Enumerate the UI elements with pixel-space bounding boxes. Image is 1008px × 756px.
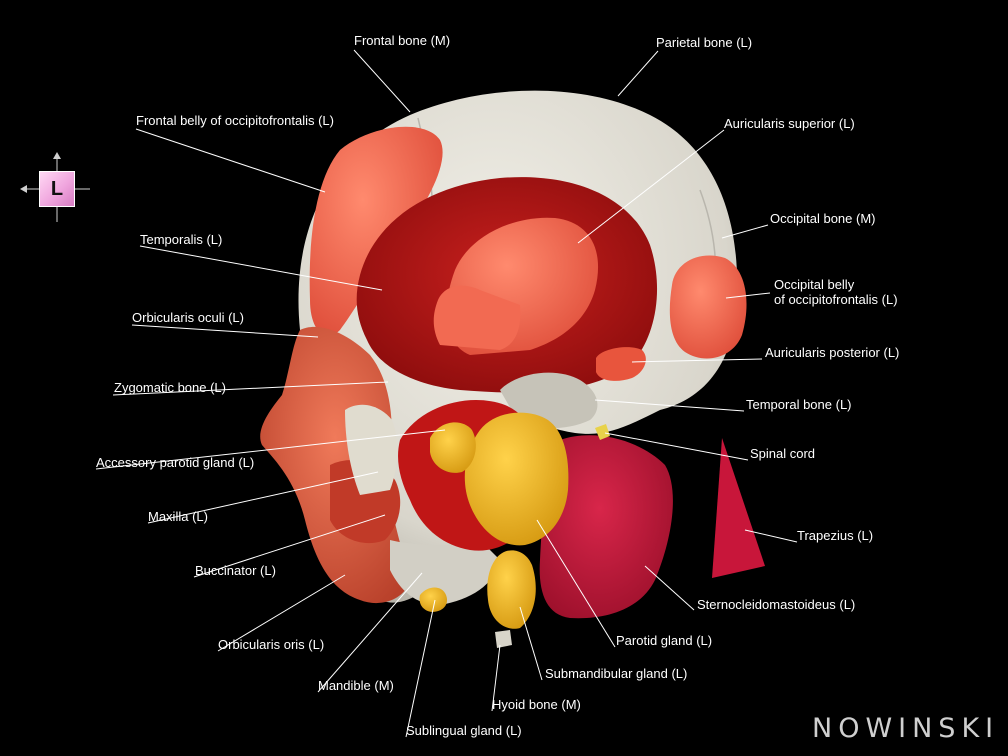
submandibular-gland-shape (487, 550, 536, 629)
label-maxilla: Maxilla (L) (148, 509, 208, 524)
hyoid-bone-shape (495, 630, 512, 648)
label-zygomatic-bone: Zygomatic bone (L) (114, 380, 226, 395)
label-orbicularis-oris: Orbicularis oris (L) (218, 637, 325, 652)
label-sternocleidomastoideus: Sternocleidomastoideus (L) (697, 597, 856, 612)
orientation-cube[interactable]: L (20, 152, 92, 224)
sternocleidomastoideus-shape (539, 435, 673, 619)
label-occipital-bone: Occipital bone (M) (770, 211, 876, 226)
label-frontal-bone: Frontal bone (M) (354, 33, 451, 48)
orientation-letter: L (39, 171, 75, 207)
leader-lines (95, 49, 798, 738)
label-auricularis-posterior: Auricularis posterior (L) (765, 345, 900, 360)
label-submandibular-gland: Submandibular gland (L) (545, 666, 688, 681)
label-hyoid-bone: Hyoid bone (M) (492, 697, 581, 712)
label-orbicularis-oculi: Orbicularis oculi (L) (132, 310, 244, 325)
label-auricularis-superior: Auricularis superior (L) (724, 116, 855, 131)
auricularis-posterior-shape (596, 347, 646, 381)
label-spinal-cord: Spinal cord (750, 446, 816, 461)
maxilla-shape (345, 404, 398, 495)
label-accessory-parotid: Accessory parotid gland (L) (96, 455, 255, 470)
mandible-shape (390, 540, 500, 605)
auricularis-anterior-shape (433, 285, 521, 350)
label-temporal-bone: Temporal bone (L) (746, 397, 852, 412)
label-temporalis: Temporalis (L) (140, 232, 223, 247)
frontal-belly-shape (309, 126, 443, 336)
accessory-parotid-shape (430, 422, 476, 473)
label-sublingual-gland: Sublingual gland (L) (406, 723, 522, 738)
label-buccinator: Buccinator (L) (195, 563, 276, 578)
label-trapezius: Trapezius (L) (797, 528, 874, 543)
brand-logo: NOWINSKI (812, 713, 1000, 744)
sublingual-gland-shape (419, 587, 448, 612)
occipital-belly-shape (669, 255, 747, 359)
label-frontal-belly: Frontal belly of occipitofrontalis (L) (136, 113, 334, 128)
spinal-cord-shape (595, 424, 610, 440)
label-occipital-belly: Occipital belly of occipitofrontalis (L) (774, 277, 898, 307)
label-parietal-bone: Parietal bone (L) (656, 35, 753, 50)
trapezius-shape (712, 438, 765, 578)
label-parotid-gland: Parotid gland (L) (616, 633, 713, 648)
label-mandible: Mandible (M) (318, 678, 394, 693)
parotid-gland-shape (464, 412, 569, 546)
